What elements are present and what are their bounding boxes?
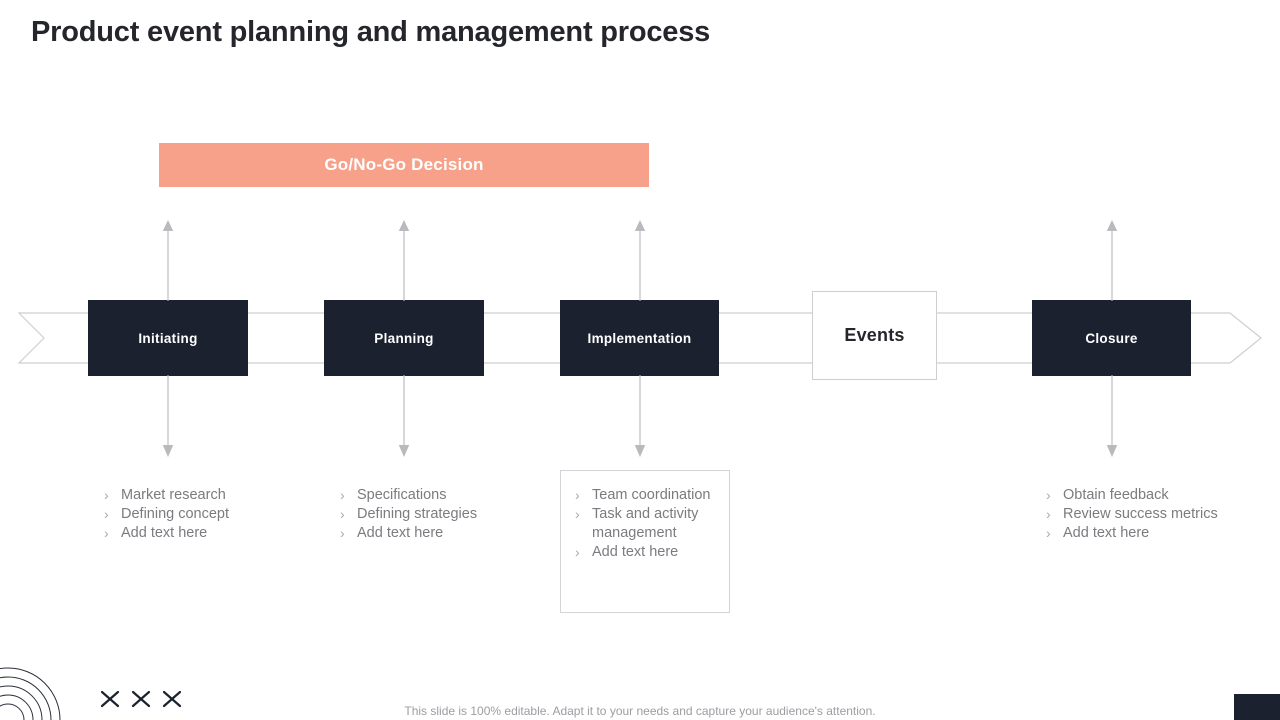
list-item-label: Specifications (357, 487, 447, 503)
chevron-right-icon: › (104, 525, 109, 541)
stage-label-events: Events (844, 325, 905, 345)
stage-label-planning: Planning (374, 330, 434, 346)
list-item[interactable]: › Task and activity management (575, 505, 716, 543)
list-item-label: Team coordination (592, 487, 711, 503)
stage-box-implementation[interactable]: Implementation (560, 300, 719, 376)
chevron-right-icon: › (1046, 525, 1051, 541)
stage-box-initiating[interactable]: Initiating (88, 300, 248, 376)
chevron-right-icon: › (104, 506, 109, 522)
decision-banner-label: Go/No-Go Decision (324, 155, 484, 174)
bullet-list-implementation: › Team coordination › Task and activity … (560, 470, 730, 613)
list-item-label: Defining strategies (357, 506, 478, 522)
list-item-label: Defining concept (121, 506, 230, 522)
list-item[interactable]: › Defining concept (104, 505, 304, 524)
footer-note: This slide is 100% editable. Adapt it to… (404, 704, 876, 718)
chevron-right-icon: › (340, 506, 345, 522)
corner-accent-block (1234, 694, 1280, 720)
chevron-right-icon: › (575, 544, 580, 560)
arrow-up-planning-to-decision (397, 187, 411, 301)
list-item[interactable]: › Add text here (1046, 524, 1276, 543)
chevron-right-icon: › (340, 525, 345, 541)
list-item-label: Review success metrics (1063, 506, 1218, 522)
cross-marks-decoration (98, 686, 186, 712)
stage-box-planning[interactable]: Planning (324, 300, 484, 376)
stage-box-closure[interactable]: Closure (1032, 300, 1191, 376)
arrow-up-initiating-to-decision (161, 187, 175, 301)
page-title: Product event planning and management pr… (31, 16, 711, 48)
list-item-label: Market research (121, 487, 226, 503)
list-item-label: Task and activity management (592, 506, 699, 541)
list-item[interactable]: › Add text here (575, 543, 716, 562)
chevron-right-icon: › (1046, 506, 1051, 522)
list-item[interactable]: › Add text here (340, 524, 540, 543)
list-item[interactable]: › Defining strategies (340, 505, 540, 524)
chevron-right-icon: › (1046, 487, 1051, 503)
list-item[interactable]: › Market research (104, 486, 304, 505)
chevron-right-icon: › (104, 487, 109, 503)
list-item[interactable]: › Add text here (104, 524, 304, 543)
list-item-label: Add text here (592, 544, 679, 560)
bullet-list-closure: › Obtain feedback › Review success metri… (1046, 486, 1276, 543)
arrow-down-closure-to-bullets (1105, 375, 1119, 461)
arrow-up-closure-to-decision (1105, 187, 1119, 301)
stage-label-initiating: Initiating (138, 330, 198, 346)
list-item[interactable]: › Specifications (340, 486, 540, 505)
stage-label-closure: Closure (1085, 330, 1138, 346)
chevron-right-icon: › (340, 487, 345, 503)
chevron-right-icon: › (575, 506, 580, 522)
go-no-go-decision-banner[interactable]: Go/No-Go Decision (159, 143, 649, 187)
list-item-label: Add text here (357, 525, 444, 541)
stage-label-implementation: Implementation (587, 330, 692, 346)
chevron-right-icon: › (575, 487, 580, 503)
list-item-label: Obtain feedback (1063, 487, 1169, 503)
list-item-label: Add text here (1063, 525, 1150, 541)
list-item[interactable]: › Obtain feedback (1046, 486, 1276, 505)
list-item[interactable]: › Review success metrics (1046, 505, 1276, 524)
arrow-up-implementation-to-decision (633, 187, 647, 301)
concentric-arcs-icon (0, 638, 82, 720)
arrow-down-planning-to-bullets (397, 375, 411, 461)
stage-box-events[interactable]: Events (812, 291, 937, 380)
list-item[interactable]: › Team coordination (575, 486, 716, 505)
arrow-down-implementation-to-bullets (633, 375, 647, 461)
arrow-down-initiating-to-bullets (161, 375, 175, 461)
bullet-list-planning: › Specifications › Defining strategies ›… (340, 486, 540, 543)
bullet-list-initiating: › Market research › Defining concept › A… (104, 486, 304, 543)
list-item-label: Add text here (121, 525, 208, 541)
